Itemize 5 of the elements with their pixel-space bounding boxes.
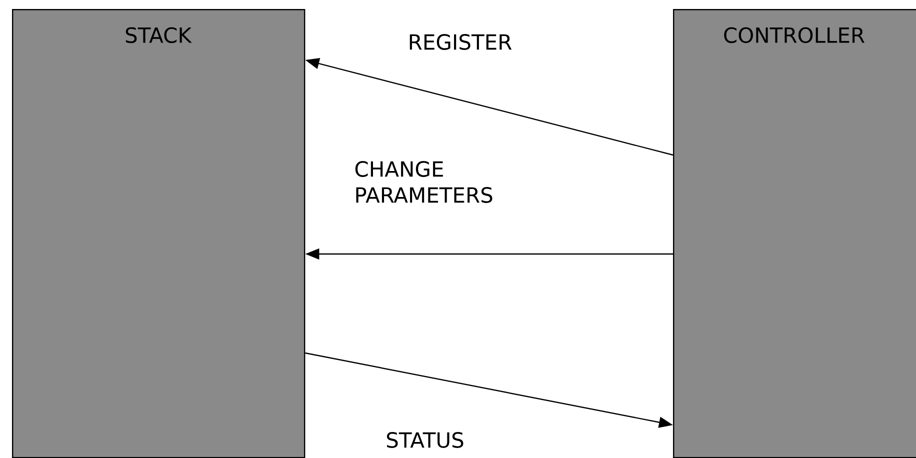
edge-label: STATUS: [387, 432, 464, 448]
block-box: STACK: [12, 9, 306, 458]
block-box: CONTROLLER: [673, 9, 916, 458]
edge-label: REGISTER: [410, 34, 512, 50]
edge-label: CHANGE PARAMETERS: [355, 161, 492, 203]
